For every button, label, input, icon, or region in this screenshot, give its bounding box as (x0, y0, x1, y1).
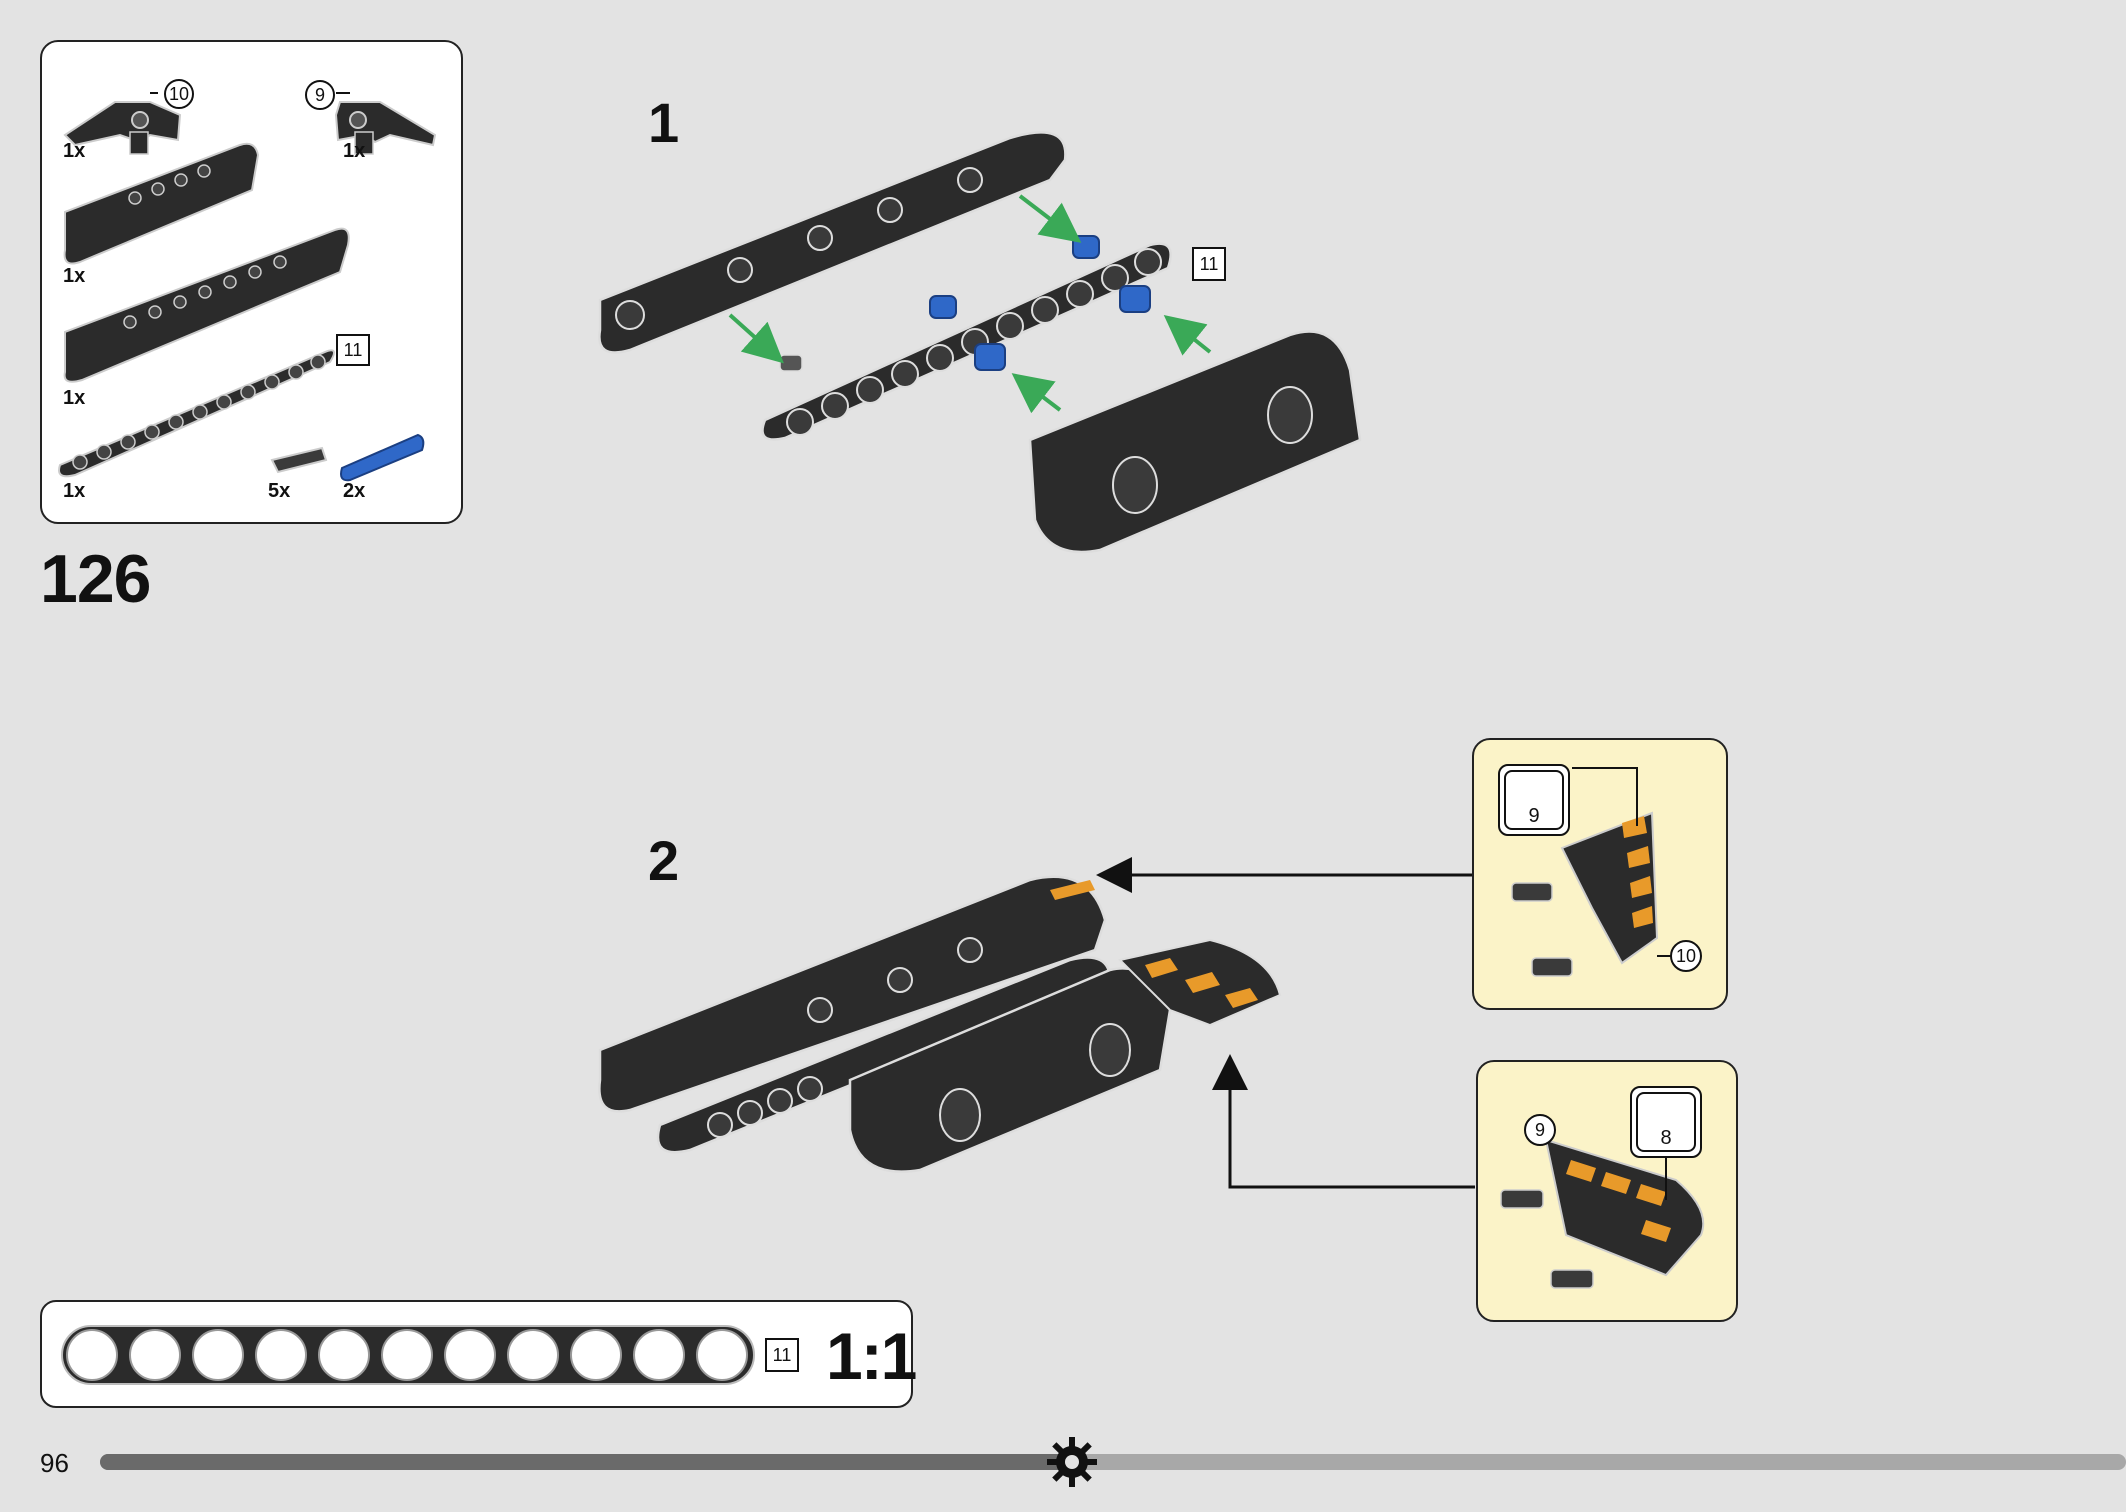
part-curved-beam-short (63, 142, 260, 265)
qty-pin-blue: 2x (343, 480, 366, 502)
callout-part-10-sticker: 10 (1670, 940, 1702, 972)
assembly-arrow-1 (1018, 194, 1082, 243)
substep-1-label: 1 (648, 91, 680, 154)
ruler-hole (507, 1329, 559, 1381)
curved-beam-bottom (1028, 330, 1362, 554)
qty-liftarm-11: 1x (63, 480, 86, 502)
callout-part-10: 10 (164, 79, 194, 109)
part-liftarm-11 (58, 349, 335, 478)
length-tag-ruler: 11 (765, 1338, 799, 1372)
ruler-hole (255, 1329, 307, 1381)
step-number: 126 (40, 541, 151, 617)
part-pin-blue (340, 433, 425, 482)
curved-beam-top (598, 131, 1067, 354)
part-panel-right (63, 101, 182, 155)
ruler-hole (633, 1329, 685, 1381)
blue-pin-a (1072, 235, 1100, 259)
callout-part-9: 9 (305, 80, 335, 110)
part-pin-grey (270, 446, 328, 474)
qty-curved-beam-short: 1x (63, 265, 86, 287)
length-tag-step1: 11 (1192, 247, 1226, 281)
callout-part-9-sticker: 9 (1524, 1114, 1556, 1146)
ruler-hole (381, 1329, 433, 1381)
assembled-module (598, 875, 1282, 1173)
assembly-arrow-3 (1163, 315, 1212, 356)
assembly-arrow-4 (1011, 373, 1062, 414)
parts-list-illustrations (58, 92, 437, 482)
qty-panel-left: 1x (343, 140, 366, 162)
ruler-hole (129, 1329, 181, 1381)
liftarm-ruler (61, 1325, 755, 1385)
length-tag-liftarm: 11 (336, 334, 370, 366)
blue-pin-b (929, 295, 957, 319)
qty-pin-grey: 5x (268, 480, 291, 502)
sticker-bottom-part (1500, 1128, 1705, 1289)
substep-2-label: 2 (648, 829, 680, 892)
sticker-arrows (1096, 857, 1475, 1189)
grey-pin (779, 354, 803, 372)
qty-panel-right: 1x (63, 140, 86, 162)
assembly-arrow-2 (728, 313, 784, 364)
sticker-number-top: 9 (1528, 805, 1540, 827)
scale-label: 1:1 (826, 1319, 917, 1393)
part-panel-left (334, 101, 437, 155)
qty-curved-beam-long: 1x (63, 387, 86, 409)
ruler-hole (444, 1329, 496, 1381)
ruler-hole (318, 1329, 370, 1381)
progress-fill (100, 1454, 1073, 1470)
sticker-tag-bottom: 8 (1630, 1086, 1702, 1158)
substep-2-illustration (598, 875, 1282, 1173)
ruler-hole (696, 1329, 748, 1381)
blue-pin-d (974, 343, 1006, 371)
sticker-top-part (1511, 767, 1672, 977)
arrow-sticker-bottom (1212, 1054, 1475, 1189)
blue-pin-c (1119, 285, 1151, 313)
sticker-number-bottom: 8 (1660, 1127, 1672, 1149)
substep-1-illustration (598, 131, 1362, 554)
page-number: 96 (40, 1448, 69, 1478)
progress-gear-icon (1047, 1437, 1098, 1487)
part-curved-beam-long (63, 227, 350, 383)
ruler-hole (66, 1329, 118, 1381)
ruler-hole (192, 1329, 244, 1381)
sticker-tag-top: 9 (1498, 764, 1570, 836)
ruler-hole (570, 1329, 622, 1381)
